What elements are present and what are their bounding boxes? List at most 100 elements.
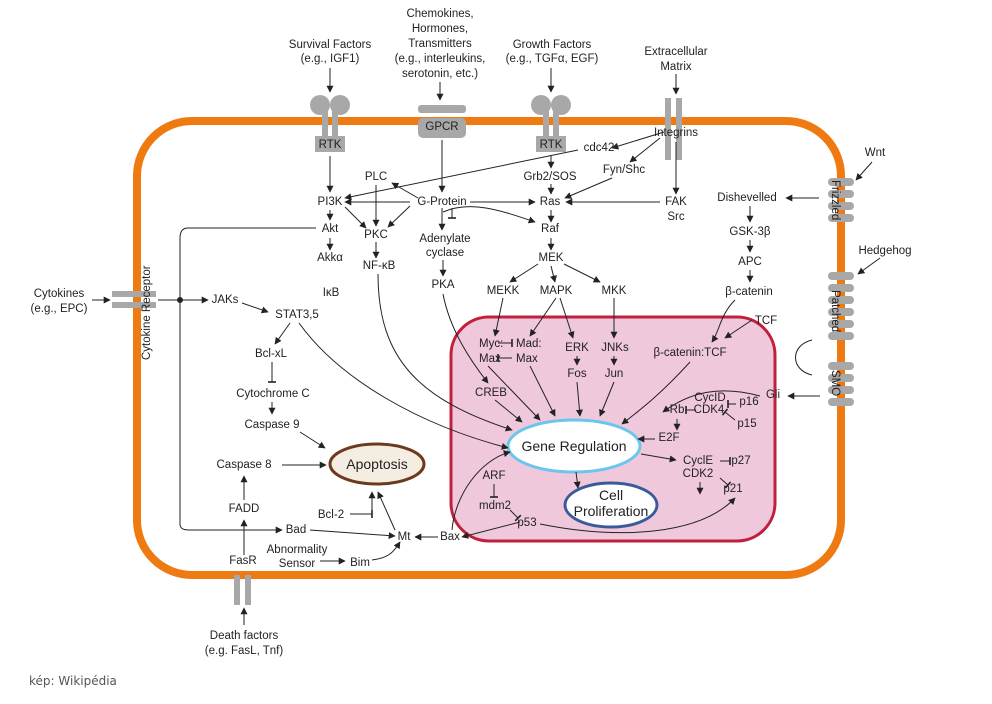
mkk-label: MKK (602, 285, 627, 297)
sensor-label: Sensor (279, 558, 316, 570)
death-factors-label: Death factors (210, 630, 279, 642)
integrins-label: Integrins (654, 127, 698, 139)
hormones-label: Hormones, (412, 23, 468, 35)
myc-label: Myc: (479, 338, 503, 350)
growth-eg-label: (e.g., TGFα, EGF) (506, 53, 599, 65)
extracellular-label: Extracellular (644, 46, 707, 58)
growth-factors-label: Growth Factors (513, 39, 592, 51)
cytochrome-label: Cytochrome C (236, 388, 310, 400)
cytokine-receptor (112, 291, 156, 308)
interleukins-label: (e.g., interleukins, (395, 53, 486, 65)
smo-receptor (828, 362, 854, 406)
mdm2-label: mdm2 (479, 500, 511, 512)
jaks-label: JAKs (212, 294, 239, 306)
p15-label: p15 (737, 418, 756, 430)
bad-label: Bad (286, 524, 306, 536)
p53-label: p53 (517, 517, 536, 529)
raf-label: Raf (541, 223, 560, 235)
mapk-label: MAPK (540, 285, 573, 297)
g-protein-label: G-Protein (417, 196, 466, 208)
rtk-receptor-left (310, 95, 350, 152)
serotonin-label: serotonin, etc.) (402, 68, 478, 80)
pka-label: PKA (431, 279, 454, 291)
bim-label: Bim (350, 557, 370, 569)
gene-regulation-label: Gene Regulation (521, 438, 626, 454)
fynshc-label: Fyn/Shc (603, 164, 645, 176)
apoptosis-node (328, 442, 426, 486)
cdk4-label: CDK4 (694, 404, 725, 416)
fasr-label: FasR (229, 555, 256, 567)
mek-label: MEK (539, 252, 564, 264)
nfkb-label: NF-κB (363, 260, 396, 272)
fadd-label: FADD (229, 503, 260, 515)
cytokines-label: Cytokines (34, 288, 85, 300)
smo-label: SMO (829, 370, 841, 396)
patched-smo-curve (795, 339, 813, 376)
src-label: Src (667, 211, 685, 223)
proliferation-label: Proliferation (574, 503, 649, 519)
stat-label: STAT3,5 (275, 309, 319, 321)
rtk-right-label: RTK (540, 139, 563, 151)
gsk3b-label: GSK-3β (729, 226, 771, 238)
ikb-label: IκB (323, 287, 340, 299)
survival-eg-label: (e.g., IGF1) (301, 53, 360, 65)
apc-label: APC (738, 256, 762, 268)
gli-label: Gli (766, 389, 780, 401)
caspase8-label: Caspase 8 (217, 459, 272, 471)
rb-label: Rb (670, 404, 685, 416)
cell-proliferation-node (563, 481, 659, 529)
mad-label: Mad: (516, 338, 542, 350)
erk-label: ERK (565, 342, 589, 354)
p21-label: p21 (723, 483, 742, 495)
rtk-receptor-right (531, 95, 571, 152)
patched-label: Patched (829, 290, 841, 332)
cycld-label: CycID (694, 392, 725, 404)
plc-label: PLC (365, 171, 387, 183)
transmitters-label: Transmitters (408, 38, 472, 50)
death-eg-label: (e.g. FasL, Tnf) (205, 645, 284, 657)
bclxl-label: Bcl-xL (255, 348, 288, 360)
dishevelled-label: Dishevelled (717, 192, 776, 204)
jun-label: Jun (605, 368, 624, 380)
p27-label: p27 (731, 455, 750, 467)
cycle-label: CyclE (683, 455, 713, 467)
integrins-receptor (665, 98, 682, 160)
mt-label: Mt (398, 531, 412, 543)
chemokines-label: Chemokines, (406, 8, 473, 20)
image-credit: kép: Wikipédia (29, 674, 117, 688)
max2-label: Max (516, 353, 538, 365)
arf-label: ARF (483, 470, 506, 482)
creb-label: CREB (475, 387, 507, 399)
survival-factors-label: Survival Factors (289, 39, 372, 51)
cell-label: Cell (599, 487, 623, 503)
gpcr-label: GPCR (425, 121, 458, 133)
grb2-label: Grb2/SOS (523, 171, 576, 183)
p16-label: p16 (739, 396, 758, 408)
abnormality-label: Abnormality (267, 544, 328, 556)
bcl2-label: Bcl-2 (318, 509, 344, 521)
cdk2-label: CDK2 (683, 468, 714, 480)
akka-label: Akkα (317, 252, 343, 264)
fasr-receptor (234, 575, 251, 605)
e2f-label: E2F (658, 432, 679, 444)
rtk-left-label: RTK (319, 139, 342, 151)
cell-membrane (133, 117, 845, 579)
frizzled-label: Frizzled (829, 180, 841, 220)
wnt-label: Wnt (865, 147, 886, 159)
caspase9-label: Caspase 9 (245, 419, 300, 431)
jnks-label: JNKs (601, 342, 629, 354)
bcatenin-tcf-label: β-catenin:TCF (653, 347, 726, 359)
akt-label: Akt (322, 223, 339, 235)
cdc42-label: cdc42 (584, 142, 615, 154)
fos-label: Fos (567, 368, 586, 380)
cytokines-eg-label: (e.g., EPC) (31, 303, 88, 315)
mekk-label: MEKK (487, 285, 520, 297)
pkc-label: PKC (364, 229, 388, 241)
adenylate-label: Adenylate (419, 233, 470, 245)
hedgehog-label: Hedgehog (858, 245, 911, 257)
matrix-label: Matrix (660, 61, 692, 73)
bax-label: Bax (440, 531, 460, 543)
ras-label: Ras (540, 196, 561, 208)
